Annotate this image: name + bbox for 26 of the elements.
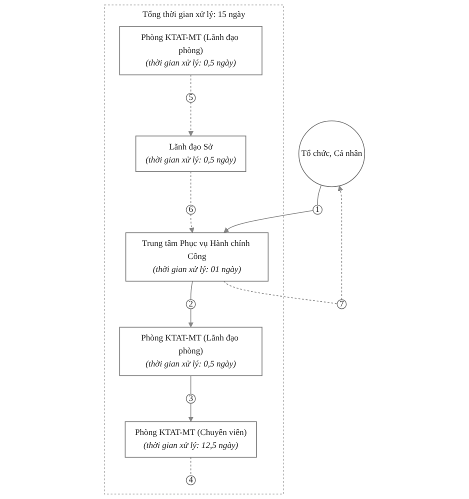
arrow [338, 186, 344, 300]
arrow [188, 102, 194, 136]
connector [190, 74, 192, 94]
node-box: Phòng KTAT-MT (Lãnh đạo phòng) (thời gian xử lý: 0,5 ngày) [119, 326, 262, 376]
node-box: Phòng KTAT-MT (Chuyên viên) (thời gian xử lý: 12,5 ngày) [124, 421, 257, 458]
node-circle: 2 [186, 299, 196, 310]
connector [317, 184, 322, 206]
node-circle: 6 [186, 204, 196, 215]
connector [223, 280, 338, 304]
connector [190, 456, 192, 476]
node-circle: 5 [186, 92, 196, 103]
arrow [188, 308, 194, 328]
connector [190, 171, 192, 206]
node-box: Lãnh đạo Sở (thời gian xử lý: 0,5 ngày) [135, 136, 246, 172]
node-box: Trung tâm Phục vụ Hành chính Công (thời gian xử lý: 01 ngày) [125, 232, 269, 282]
connector [190, 375, 192, 394]
node-circle: 4 [186, 475, 196, 486]
node-circle: Tổ chức, Cá nhân [298, 120, 366, 188]
arrow [188, 402, 194, 422]
node-box: Phòng KTAT-MT (Lãnh đạo phòng) (thời gian xử lý: 0,5 ngày) [119, 26, 262, 76]
node-circle: 3 [186, 394, 196, 404]
node-circle: 7 [336, 299, 347, 310]
arrow [224, 210, 314, 233]
connector [190, 280, 193, 300]
arrow [188, 214, 194, 233]
node-circle: 1 [312, 204, 323, 215]
